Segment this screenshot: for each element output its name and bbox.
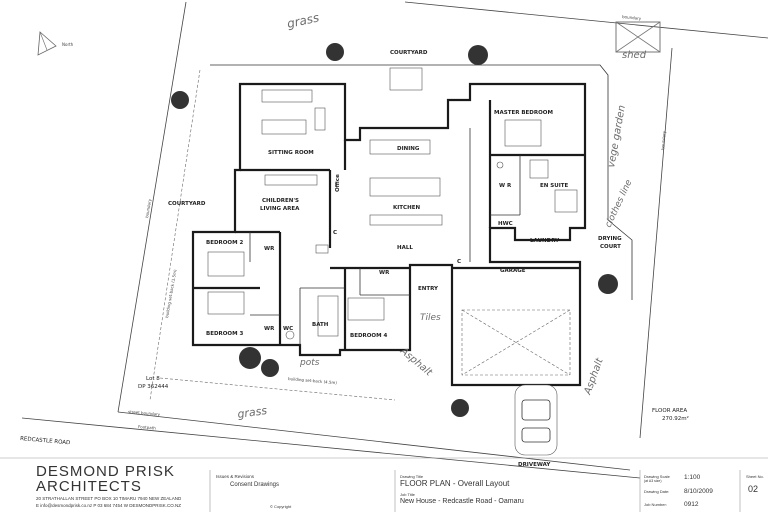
issue-value: Consent Drawings xyxy=(230,482,280,488)
ensuite-label: EN SUITE xyxy=(540,183,569,189)
boundary-right-label: boundary xyxy=(660,130,667,150)
wr-bed2-label: WR xyxy=(264,246,275,252)
title-block-frame xyxy=(0,457,768,512)
sheet-value: 02 xyxy=(748,484,759,494)
grass-bottom-note: grass xyxy=(237,404,268,421)
floor-area-label: FLOOR AREA xyxy=(652,408,687,414)
sheet-label: Sheet No. xyxy=(746,474,764,479)
grass-top-note: grass xyxy=(286,10,321,30)
furniture xyxy=(207,67,578,340)
footpath-label: Footpath xyxy=(138,424,157,431)
master-bedroom-label: MASTER BEDROOM xyxy=(494,110,553,116)
office-label: Office xyxy=(335,174,341,192)
drying-court-label-2: COURT xyxy=(600,244,621,250)
floor-area-value: 270.92m² xyxy=(662,415,689,422)
pots-note: pots xyxy=(299,358,320,368)
date-label: Drawing Date: xyxy=(644,489,670,494)
north-label: North xyxy=(62,42,74,47)
tiles-note: Tiles xyxy=(420,313,441,323)
north-arrow-icon xyxy=(37,31,57,56)
plant-icons xyxy=(171,43,618,417)
copyright-label: © Copyright xyxy=(270,504,292,509)
hall-closet-label: C xyxy=(457,259,461,265)
date-value: 8/10/2009 xyxy=(684,488,713,495)
drying-court-label: DRYING xyxy=(598,236,622,242)
shed-sketch xyxy=(615,21,661,53)
courtyard-left-label: COURTYARD xyxy=(168,201,206,207)
garage-door-dashed xyxy=(461,309,571,376)
house-walls xyxy=(191,82,587,387)
scale-sub: (at A3 size) xyxy=(644,479,662,483)
firm-name-line1: DESMOND PRISK xyxy=(36,463,175,480)
childrens-living-label: CHILDREN'S xyxy=(262,198,299,204)
property-boundary xyxy=(21,1,768,479)
scale-value: 1:100 xyxy=(684,474,701,481)
street-boundary-label: street boundary xyxy=(128,409,161,417)
childrens-living-label-2: LIVING AREA xyxy=(260,206,300,212)
dining-label: DINING xyxy=(397,146,420,152)
bedroom3-label: BEDROOM 3 xyxy=(206,331,243,337)
closet-label: C xyxy=(333,230,337,236)
drawing-title: FLOOR PLAN - Overall Layout xyxy=(400,479,510,488)
garage-label: GARAGE xyxy=(500,268,526,274)
wc-label: WC xyxy=(283,326,293,332)
sitting-room-label: SITTING ROOM xyxy=(268,150,314,156)
hall-label: HALL xyxy=(397,245,413,251)
entry-label: ENTRY xyxy=(418,286,439,292)
drawing-title-label: Drawing Title xyxy=(400,474,424,479)
road-label: REDCASTLE ROAD xyxy=(20,436,71,446)
job-number-label: Job Number: xyxy=(644,502,667,507)
scale-label: Drawing Scale xyxy=(644,474,670,479)
job-title-label: Job Title xyxy=(400,492,415,497)
courtyard-top-label: COURTYARD xyxy=(390,50,428,56)
kitchen-label: KITCHEN xyxy=(393,205,420,211)
vege-garden-note: vege garden xyxy=(606,104,628,168)
asphalt-garage-note: Asphalt xyxy=(582,356,606,397)
wr-bed4-label: WR xyxy=(379,270,390,276)
asphalt-entry-note: Asphalt xyxy=(397,345,434,379)
boundary-top-label: boundary xyxy=(622,14,642,21)
firm-contact: E info@desmondprisk.co.nz P 03 684 7454 … xyxy=(36,503,182,508)
lot-line2-label: DP 362444 xyxy=(138,384,169,390)
job-title: New House - Redcastle Road - Oamaru xyxy=(400,498,524,505)
firm-name-line2: ARCHITECTS xyxy=(36,478,142,495)
setback-bottom-label: building set-back (4.5m) xyxy=(288,376,338,385)
lot-line1-label: Lot 8 xyxy=(146,376,160,382)
bath-label: BATH xyxy=(312,322,329,328)
hwc-label: HWC xyxy=(498,221,513,227)
shed-note: shed xyxy=(622,50,647,61)
driveway-label: DRIVEWAY xyxy=(518,462,551,468)
wr-bed3-label: WR xyxy=(264,326,275,332)
issues-label: Issues & Revisions xyxy=(216,474,255,479)
car-outline xyxy=(514,384,558,456)
job-number-value: 0912 xyxy=(684,501,699,508)
boundary-left-label: boundary xyxy=(144,198,152,218)
wr-master-label: W R xyxy=(499,183,512,189)
bedroom4-label: BEDROOM 4 xyxy=(350,333,387,339)
firm-address: 20 STRATHALLAN STREET PO BOX 10 TIMARU 7… xyxy=(36,496,182,501)
bedroom2-label: BEDROOM 2 xyxy=(206,240,243,246)
laundry-label: LAUNDRY xyxy=(530,238,560,244)
